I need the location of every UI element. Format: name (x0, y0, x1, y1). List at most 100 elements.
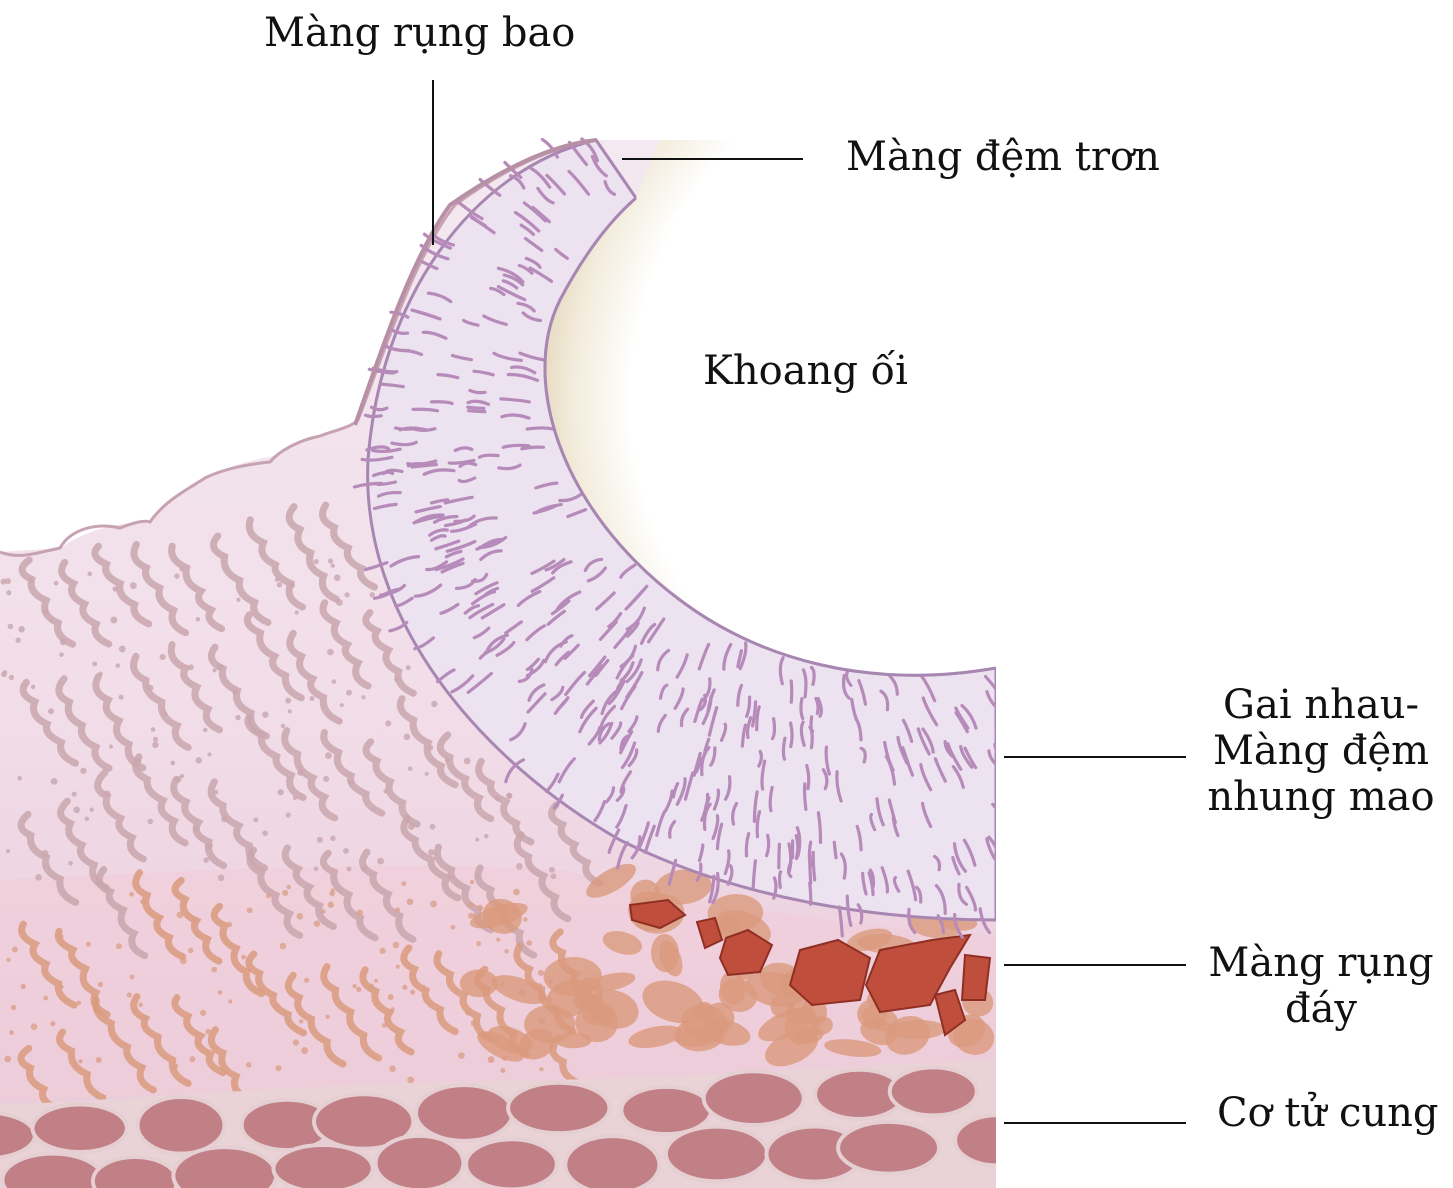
villus (991, 802, 996, 812)
decidua-cell (53, 580, 59, 586)
basalis-cell (586, 863, 636, 898)
decidua-cell (6, 849, 11, 854)
decidua-cell (8, 674, 15, 681)
decidua-cell (539, 1066, 544, 1072)
decidua-gland (319, 501, 379, 591)
decidua-cell (313, 920, 321, 927)
villus (675, 777, 687, 806)
villus (468, 213, 487, 228)
decidua-cell (98, 671, 103, 676)
villus (471, 572, 489, 583)
villus (624, 590, 643, 611)
decidua-gland (132, 753, 189, 847)
decidua-gland (58, 558, 113, 648)
decidua-cell (395, 964, 400, 969)
villus (960, 704, 978, 730)
villus (751, 700, 758, 728)
decidua-cell (381, 1023, 387, 1028)
decidua-cell (80, 767, 87, 774)
muscle-cell (464, 1137, 559, 1188)
decidua-cell (41, 849, 49, 857)
decidua-cell (409, 989, 416, 995)
villus (875, 797, 885, 827)
villus (814, 697, 820, 716)
decidua-cell (402, 984, 408, 990)
villus (607, 828, 621, 854)
villus (462, 318, 480, 327)
villus (436, 373, 460, 380)
decidua-cell (15, 637, 21, 643)
villus (590, 154, 608, 178)
villus (470, 590, 496, 606)
decidua-cell (404, 815, 410, 822)
decidua-gland (210, 532, 272, 626)
decidua-cell (71, 791, 77, 797)
blood-space (695, 916, 724, 950)
decidua-cell (421, 984, 426, 990)
villus (772, 876, 778, 900)
decidua-cell (92, 661, 98, 667)
decidua-cell (327, 901, 335, 908)
decidua-cell (330, 888, 335, 893)
villus (506, 372, 540, 382)
decidua-cell (115, 943, 122, 950)
villus (501, 279, 519, 290)
decidua-cell (89, 807, 94, 812)
basalis-cell (602, 931, 643, 955)
basalis-cell (587, 972, 636, 992)
decidua-cell (6, 957, 11, 963)
villus (371, 470, 395, 478)
villus (658, 683, 669, 700)
villus (522, 201, 547, 223)
decidua-gland (359, 966, 415, 1056)
decidua-gland (17, 810, 80, 906)
decidua-cell (526, 940, 533, 946)
villus (410, 308, 442, 321)
decidua-cell (95, 1056, 102, 1064)
muscle-cell (701, 1069, 806, 1128)
villus (951, 765, 965, 789)
villus (799, 720, 806, 747)
villus (527, 683, 546, 702)
villus (531, 205, 551, 224)
decidua-cell (207, 752, 212, 757)
villus (615, 841, 630, 870)
decidua-cell (147, 818, 154, 825)
decidua-cell (195, 757, 202, 764)
villus (504, 758, 526, 784)
villus (593, 800, 607, 823)
villus (450, 522, 478, 533)
villus (799, 697, 805, 721)
villus (901, 718, 914, 743)
decidua-cell (323, 776, 330, 783)
villus (760, 759, 767, 791)
villus (365, 445, 391, 452)
villus (906, 869, 918, 902)
decidua-cell (356, 909, 363, 916)
villus (867, 871, 875, 897)
villus (957, 882, 968, 906)
decidua-cell (367, 983, 375, 991)
decidua-cell (7, 623, 14, 630)
villus (536, 186, 555, 205)
villus (671, 782, 680, 799)
villus (985, 690, 996, 710)
villus (543, 640, 568, 664)
villus (520, 445, 545, 451)
villus (517, 668, 534, 683)
villus (786, 860, 793, 879)
villus (896, 735, 909, 765)
decidua-cell (339, 703, 344, 708)
villus (443, 495, 474, 505)
decidua-cell (142, 1015, 149, 1022)
villus (550, 685, 565, 702)
villus (844, 669, 853, 687)
villus (529, 166, 552, 189)
villus (673, 687, 685, 710)
decidua-cell (289, 582, 295, 589)
decidua-cell (385, 720, 392, 727)
decidua-cell (379, 947, 386, 954)
villus (550, 599, 571, 616)
villus (530, 559, 556, 575)
